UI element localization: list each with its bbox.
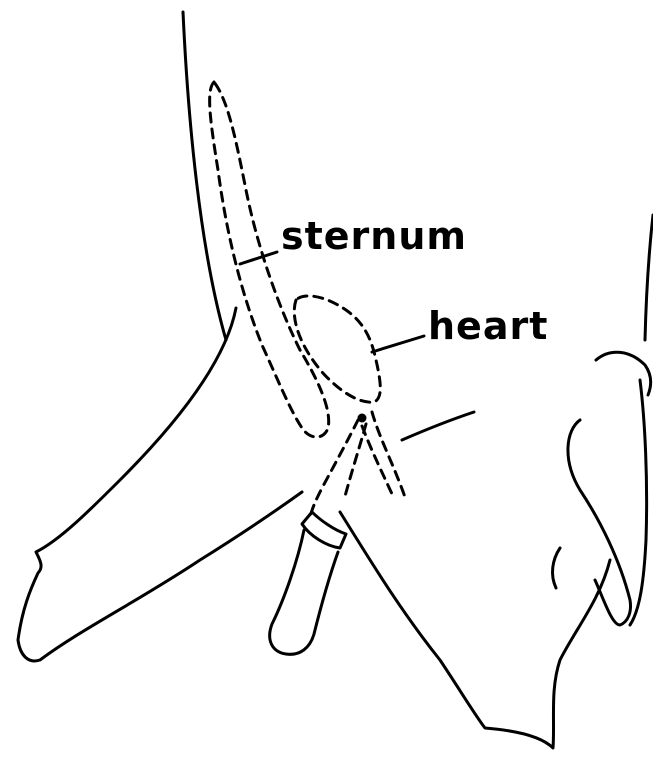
- needle-dashed-right: [344, 424, 366, 500]
- syringe-barrel: [270, 530, 338, 654]
- forelimb-outline-lower: [340, 512, 610, 748]
- sternum-dashed-outline: [210, 82, 329, 437]
- sternum-leader-line: [240, 252, 277, 264]
- vessel-dashed-left: [362, 426, 392, 494]
- needle-tip: [358, 414, 366, 422]
- belly-line: [402, 412, 474, 440]
- heart-leader-line: [372, 336, 424, 352]
- right-leg-outline: [568, 420, 631, 625]
- heart-dashed-outline: [294, 296, 380, 402]
- sternum-label: sternum: [281, 214, 467, 258]
- small-tick: [553, 548, 560, 588]
- forelimb-outline-upper: [18, 308, 302, 661]
- heart-label: heart: [428, 304, 548, 348]
- syringe-hub: [302, 512, 346, 548]
- right-paw-outline: [630, 380, 647, 625]
- abdomen-outline: [645, 215, 653, 340]
- needle-dashed-left: [310, 420, 358, 518]
